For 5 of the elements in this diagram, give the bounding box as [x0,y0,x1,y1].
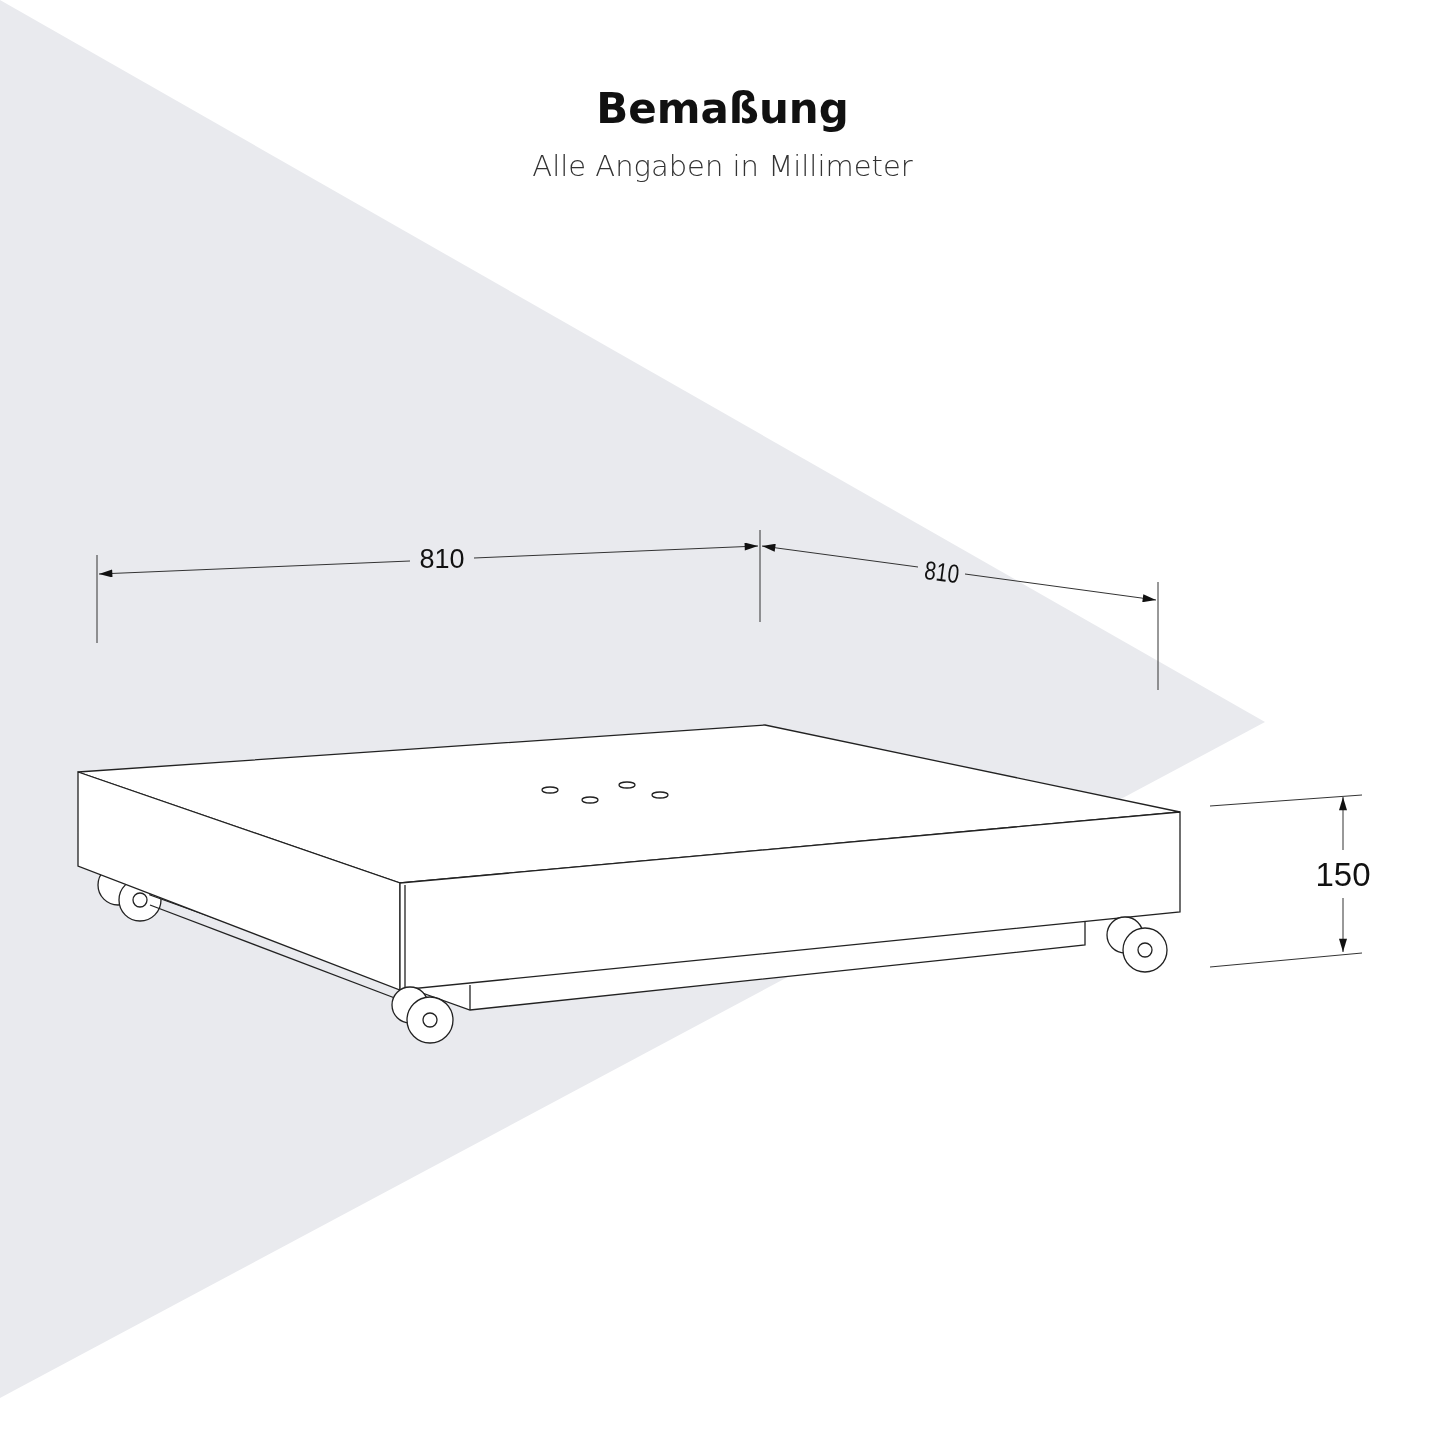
dimension-value: 150 [1314,858,1372,891]
subtitle: Alle Angaben in Millimeter [531,152,914,181]
title: Bemaßung [595,88,850,130]
dimension-value: 810 [418,546,466,573]
dimension-value: 810 [921,556,963,588]
